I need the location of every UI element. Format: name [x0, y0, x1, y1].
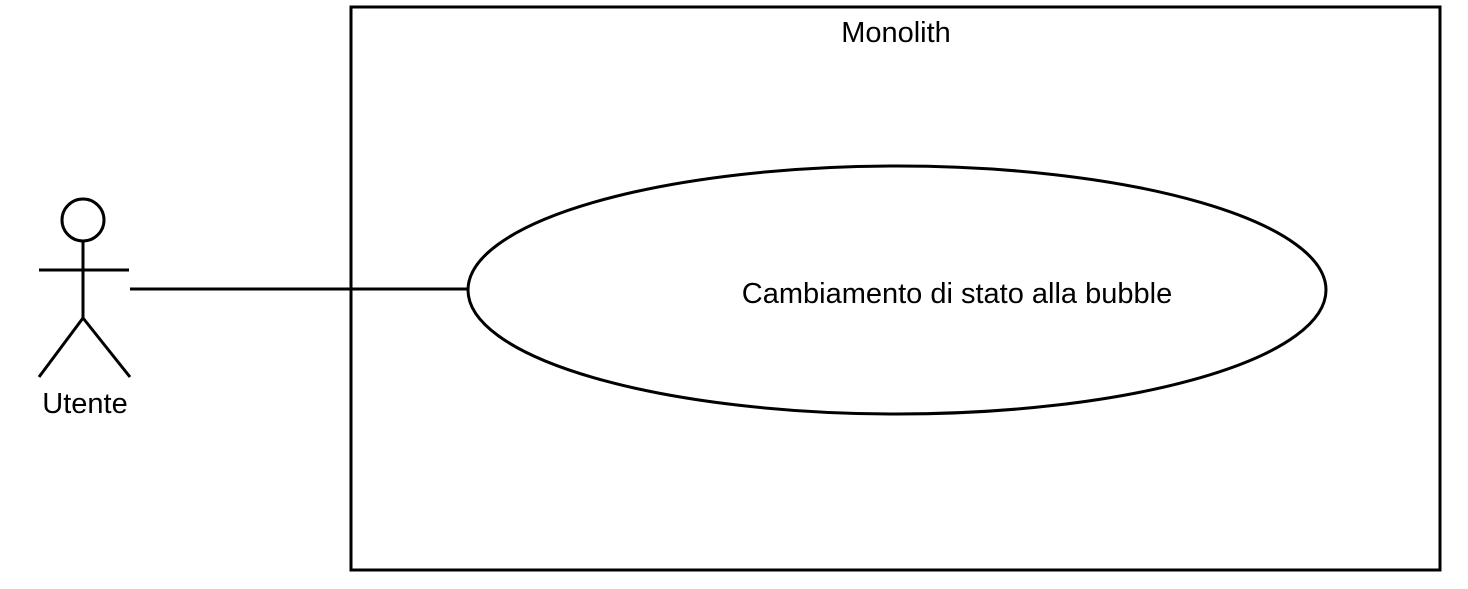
actor-head: [60, 197, 106, 243]
system-boundary-title: Monolith: [841, 17, 951, 49]
use-case-ellipse[interactable]: [466, 164, 1328, 416]
actor-right-leg: [81, 317, 132, 378]
actor-left-leg: [37, 317, 85, 378]
actor: [37, 197, 132, 378]
use-case-label: Cambiamento di stato alla bubble: [742, 278, 1172, 310]
actor-label: Utente: [42, 388, 127, 420]
